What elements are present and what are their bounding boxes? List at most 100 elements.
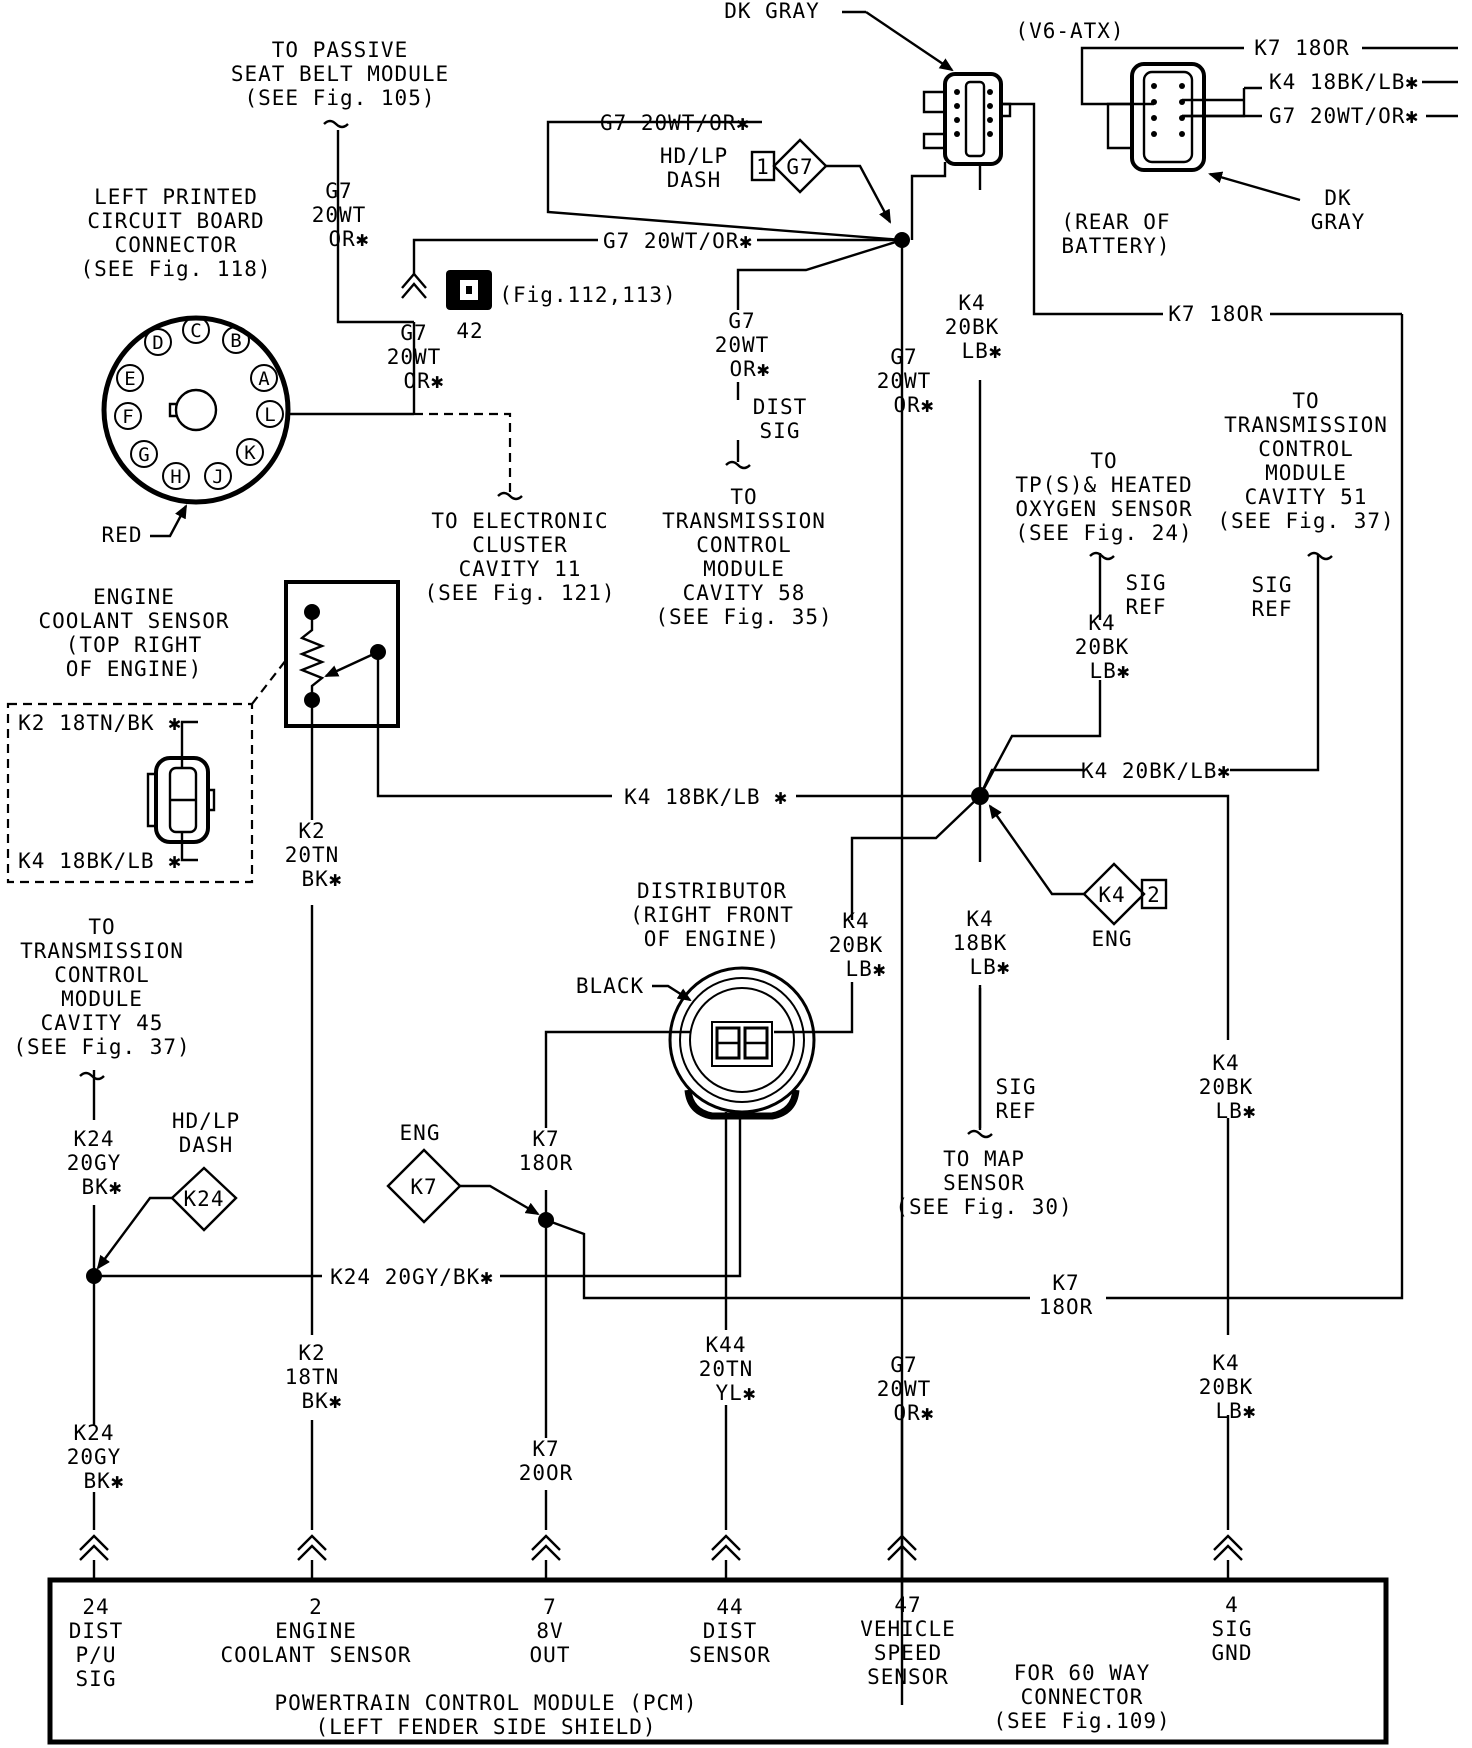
to-electronic-1: TO ELECTRONIC	[431, 509, 608, 533]
distributor-symbol	[668, 966, 816, 1120]
k4-wire-top-3: LB✱	[962, 339, 1003, 363]
hdlp-dash-top-2: DASH	[667, 168, 722, 192]
pcb-pin-j	[204, 462, 232, 490]
lpcb-2: CIRCUIT BOARD	[87, 209, 264, 233]
pcb-pin-a	[250, 364, 278, 392]
k4-wire-top-1: K4	[958, 291, 985, 315]
pcb-pin-label-g: G	[138, 444, 149, 466]
splice-g7-num: 1	[756, 155, 770, 179]
hdlp-dash-top-1: HD/LP	[660, 144, 728, 168]
pcb-pin-label-l: L	[264, 404, 275, 426]
k44-wire-2: 20TN	[699, 1357, 754, 1381]
pcb-pin-e	[116, 364, 144, 392]
pcm-term-7-num: 7	[543, 1595, 557, 1619]
k4-h-label: K4 18BK/LB ✱	[624, 785, 788, 809]
splice-dots	[86, 232, 989, 1284]
k4-wire-18-3: LB✱	[970, 955, 1011, 979]
k4-wire-tps-2: 20BK	[1075, 635, 1130, 659]
to-electronic-3: CAVITY 11	[459, 557, 582, 581]
pcm-term-47-num: 47	[894, 1593, 921, 1617]
g7-wire-e-1: G7	[890, 1353, 917, 1377]
k2-wire-a-1: K2	[298, 819, 325, 843]
ect-title-1: ENGINE	[93, 585, 175, 609]
to-tcm58-5: CAVITY 58	[683, 581, 806, 605]
k7-top-label: K7 18OR	[1254, 36, 1350, 60]
pcm-title-1: POWERTRAIN CONTROL MODULE (PCM)	[275, 1691, 698, 1715]
k4-20-right-label: K4 20BK/LB✱	[1081, 759, 1231, 783]
pcm-box	[47, 1577, 1389, 1745]
sig-ref-map-1: SIG	[996, 1075, 1037, 1099]
g7-mid-label: G7 20WT/OR✱	[603, 229, 753, 253]
pcb-pin-label-c: C	[190, 320, 201, 342]
to-tcm58-6: (SEE Fig. 35)	[655, 605, 832, 629]
distributor-1: DISTRIBUTOR	[637, 879, 787, 903]
dk-gray-right-1: DK	[1324, 186, 1351, 210]
pcb-pin-label-j: J	[212, 466, 223, 488]
g7-wire-e-2: 20WT	[877, 1377, 932, 1401]
k44-wire-1: K44	[706, 1333, 747, 1357]
splice-k4-eng	[988, 804, 1168, 926]
k7-wire-a-1: K7	[532, 1127, 559, 1151]
to-tcm51-4: MODULE	[1265, 461, 1347, 485]
lpcb-4: (SEE Fig. 118)	[80, 257, 271, 281]
pcm-term-47-l2: SPEED	[874, 1641, 942, 1665]
k2-box-label: K2 18TN/BK ✱	[18, 711, 182, 735]
splice-k24-label: K24	[184, 1187, 225, 1211]
pcm-term-7-l2: OUT	[530, 1643, 571, 1667]
splice-k24	[96, 1166, 238, 1270]
g7-wire-d-3: OR✱	[894, 393, 935, 417]
g7-wire-b-2: 20WT	[387, 345, 442, 369]
inline-connectors	[79, 272, 1243, 1580]
distributor-2: (RIGHT FRONT	[630, 903, 794, 927]
k24-wire-a-2: 20GY	[67, 1151, 122, 1175]
pcb-pin-label-h: H	[170, 466, 181, 488]
ect-sensor-symbol	[284, 580, 400, 728]
ect-title-2: COOLANT SENSOR	[38, 609, 229, 633]
k4-wire-tps-3: LB✱	[1090, 659, 1131, 683]
hdlp-dash-b-2: DASH	[179, 1133, 234, 1157]
k4-splice-label: K4	[1098, 883, 1125, 907]
ground-symbol	[446, 270, 492, 310]
pcb-pin-g	[130, 440, 158, 468]
sig-ref-a-2: REF	[1126, 595, 1167, 619]
k24-wire-a-1: K24	[74, 1127, 115, 1151]
to-map-1: TO MAP	[943, 1147, 1025, 1171]
k4-wire-bot-2: 20BK	[1199, 1375, 1254, 1399]
dk-gray-right-2: GRAY	[1311, 210, 1366, 234]
dist-sig-1: DIST	[753, 395, 808, 419]
splice-g7-id: G7	[786, 155, 813, 179]
k4-wire-20-2: 20BK	[829, 933, 884, 957]
k7-wire-b-1: K7	[532, 1437, 559, 1461]
k2-wire-b-1: K2	[298, 1341, 325, 1365]
g7-wire-b-1: G7	[400, 321, 427, 345]
k4-right-top-label: K4 18BK/LB✱	[1269, 70, 1419, 94]
wires	[92, 102, 1404, 1705]
splice-k7-eng	[386, 1148, 540, 1224]
g7-wire-a-1: G7	[325, 179, 352, 203]
pcb-pin-label-f: F	[122, 406, 133, 428]
to-tcm45-6: (SEE Fig. 37)	[13, 1035, 190, 1059]
g7-wire-c-3: OR✱	[730, 357, 771, 381]
lpcb-1: LEFT PRINTED	[94, 185, 258, 209]
k4-wire-tps-1: K4	[1088, 611, 1115, 635]
pcm-term-24-l2: P/U	[76, 1643, 117, 1667]
pcb-pin-label-d: D	[152, 332, 163, 354]
pcm-term-7-l1: 8V	[536, 1619, 563, 1643]
k2-wire-a-2: 20TN	[285, 843, 340, 867]
pcm-term-24-l1: DIST	[69, 1619, 124, 1643]
pcm-term-4-l1: SIG	[1212, 1617, 1253, 1641]
k4-wire-right-3: LB✱	[1216, 1099, 1257, 1123]
k4-wire-20-3: LB✱	[846, 957, 887, 981]
pcm-note-3: (SEE Fig.109)	[993, 1709, 1170, 1733]
k2-wire-a-3: BK✱	[302, 867, 343, 891]
pcm-term-47-l1: VEHICLE	[860, 1617, 956, 1641]
to-tps-4: (SEE Fig. 24)	[1015, 521, 1192, 545]
sig-ref-b-1: SIG	[1252, 573, 1293, 597]
k44-wire-3: YL✱	[716, 1381, 757, 1405]
to-passive-1: TO PASSIVE	[272, 38, 408, 62]
ect-title-4: OF ENGINE)	[66, 657, 202, 681]
reference-ticks	[79, 119, 1333, 1139]
k24-wire-b-3: BK✱	[84, 1469, 125, 1493]
